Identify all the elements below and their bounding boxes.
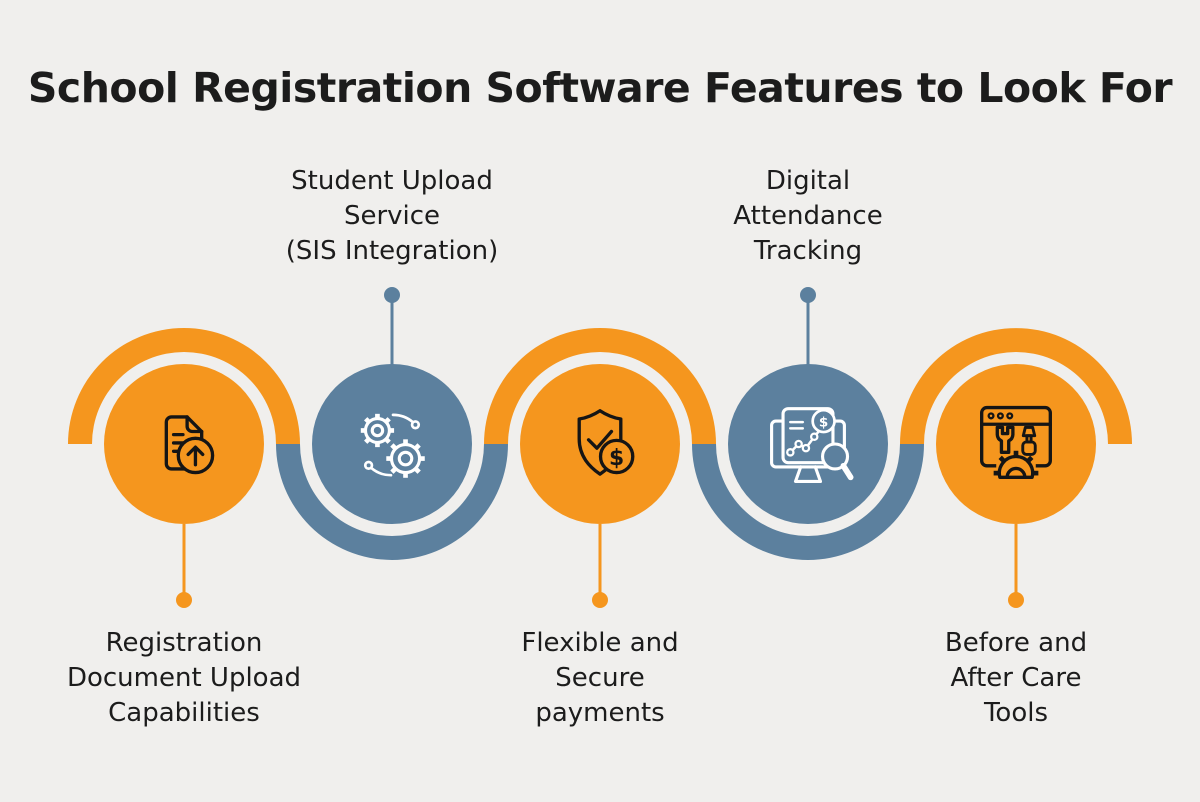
label-line: Secure (555, 663, 645, 693)
label-line: After Care (950, 663, 1082, 693)
connector-dot (800, 287, 816, 303)
arc-under-feature-4 (692, 444, 924, 560)
label-line: Flexible and (521, 628, 679, 658)
arc-over-feature-1 (68, 328, 300, 444)
feature-label-before-after-care-tools: Before and After Care Tools (846, 626, 1186, 731)
label-line: Document Upload (66, 663, 302, 693)
connector-dot (592, 592, 608, 608)
attendance-analytics-icon: $ (770, 407, 854, 483)
label-line: Service (343, 201, 441, 231)
feature-circle-2 (312, 364, 472, 524)
arc-over-feature-3 (484, 328, 716, 444)
arc-over-feature-5 (900, 328, 1132, 444)
label-line: Student Upload (291, 166, 493, 196)
label-line: (SIS Integration) (285, 236, 499, 266)
arc-under-feature-2 (276, 444, 508, 560)
label-line: Attendance (733, 201, 883, 231)
label-line: Tracking (753, 236, 863, 266)
integration-gears-icon (360, 413, 425, 478)
feature-label-flexible-secure-payments: Flexible and Secure payments (430, 626, 770, 731)
connector-dot (176, 592, 192, 608)
dollar-sign-glyph: $ (609, 446, 624, 471)
feature-label-digital-attendance-tracking: Digital Attendance Tracking (638, 164, 978, 269)
label-line: Before and (944, 628, 1088, 658)
feature-circle-5 (936, 364, 1096, 524)
label-line: Digital (765, 166, 851, 196)
browser-tools-icon (980, 405, 1052, 479)
label-line: Tools (983, 698, 1049, 728)
document-upload-icon (164, 415, 215, 475)
dollar-sign-glyph: $ (819, 414, 828, 430)
page-title: School Registration Software Features to… (27, 64, 1173, 112)
connector-dot (1008, 592, 1024, 608)
feature-label-student-upload-service: Student Upload Service (SIS Integration) (222, 164, 562, 269)
label-line: Capabilities (108, 698, 260, 728)
feature-label-registration-document-upload: Registration Document Upload Capabilitie… (14, 626, 354, 731)
connector-dot (384, 287, 400, 303)
label-line: Registration (105, 628, 263, 658)
secure-payment-shield-icon: $ (577, 409, 635, 476)
label-line: payments (535, 698, 665, 728)
